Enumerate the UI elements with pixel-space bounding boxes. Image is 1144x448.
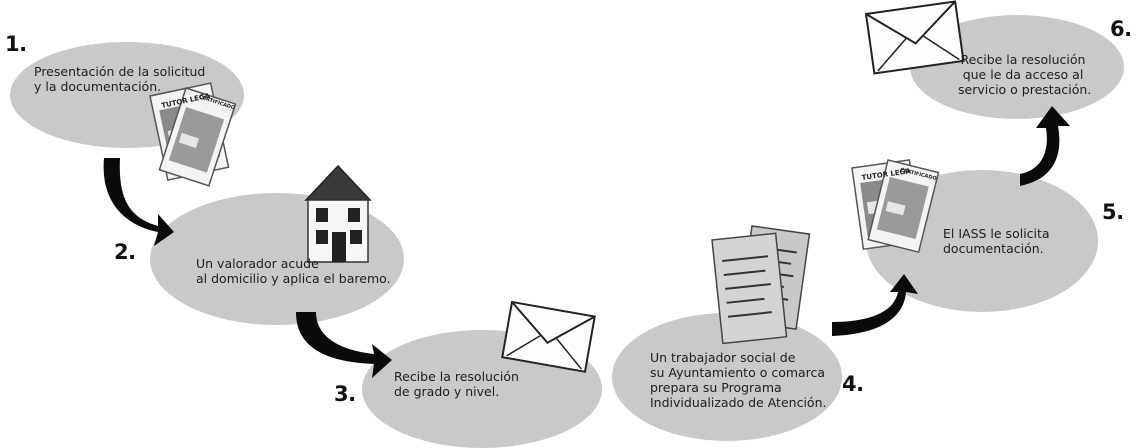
arrow-4-to-5 [832,274,918,336]
step-4-line: su Ayuntamiento o comarca [650,365,826,380]
step-4-line: prepara su Programa [650,380,782,395]
step-2-number: 2. [114,240,136,264]
arrow-2-to-3 [296,312,392,378]
step-6-line: servicio o prestación. [958,82,1092,97]
step-3-number: 3. [334,382,356,406]
step-1-text: Presentación de la solicitud y la docume… [34,64,205,94]
arrow-1-to-2 [103,158,174,246]
step-6-number: 6. [1110,17,1132,41]
arrow-5-to-6 [1020,106,1070,186]
step-2-line: Un valorador acude [196,256,319,271]
house-icon [304,164,372,263]
step-4-line: Un trabajador social de [650,350,796,365]
envelope-icon [864,0,965,75]
step-5-number: 5. [1102,200,1124,224]
step-3-text: Recibe la resolución de grado y nivel. [394,369,519,399]
documents-icon: TUTOR LEGA CERTIFICADO [149,82,237,187]
step-1-line: y la documentación. [34,79,162,94]
step-4-number: 4. [842,372,864,396]
step-5-text: El IASS le solicita documentación. [943,226,1050,256]
step-6-text: Recibe la resolución que le da acceso al… [958,52,1092,97]
documents-icon: TUTOR LEGA CERTIFICADO [851,159,940,254]
step-5-line: documentación. [943,241,1044,256]
envelope-icon [501,300,596,373]
step-4-text: Un trabajador social de su Ayuntamiento … [650,350,826,410]
step-2-text: Un valorador acude al domicilio y aplica… [196,256,391,286]
step-6-line: que le da acceso al [962,67,1084,82]
step-4-line: Individualizado de Atención. [650,395,827,410]
step-6-line: Recibe la resolución [960,52,1086,67]
papers-icon [711,225,811,345]
step-2-line: al domicilio y aplica el baremo. [196,271,391,286]
step-1-number: 1. [5,32,27,56]
step-5-line: El IASS le solicita [943,226,1050,241]
step-1-line: Presentación de la solicitud [34,64,206,79]
step-3-line: Recibe la resolución [394,369,519,384]
step-3-line: de grado y nivel. [394,384,500,399]
